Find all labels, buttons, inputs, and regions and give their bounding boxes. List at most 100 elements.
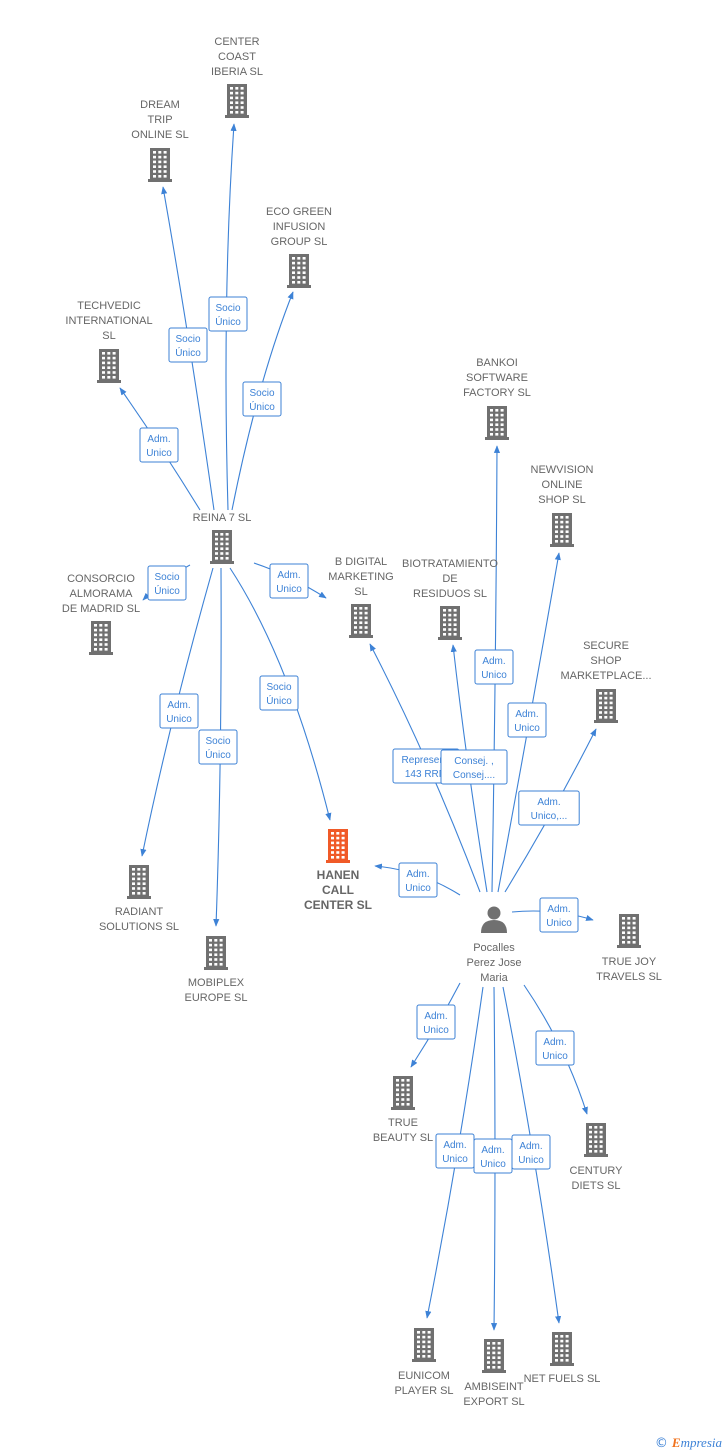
node-label: Perez Jose: [466, 957, 521, 969]
brand-watermark: ©Empresia: [655, 1435, 722, 1451]
edge-label-pocalles-to-bankoi[interactable]: Adm. Unico: [474, 649, 514, 685]
node-label: SOLUTIONS SL: [99, 921, 179, 933]
node-label: GROUP SL: [271, 236, 328, 248]
edge-label-text: Adm.: [424, 1011, 447, 1022]
edge-label-text: Unico: [480, 1159, 506, 1170]
node-net_fuels[interactable]: NET FUELS SL: [524, 1332, 601, 1385]
node-label: DE: [442, 573, 457, 585]
node-label: SL: [102, 330, 115, 342]
node-label: ONLINE: [542, 479, 583, 491]
building-icon: [584, 1123, 608, 1157]
node-label: DREAM: [140, 99, 180, 111]
edge-label-pocalles-to-eunicom[interactable]: Adm. Unico: [435, 1133, 475, 1169]
edge-label-text: Unico: [166, 714, 192, 725]
building-icon: [550, 513, 574, 547]
edge-label-pocalles-to-secure_shop[interactable]: Adm.Unico,...: [518, 790, 580, 826]
node-label: SOFTWARE: [466, 372, 528, 384]
edge-label-pocalles-to-net_fuels[interactable]: Adm.Unico: [511, 1134, 551, 1170]
node-label: CALL: [322, 883, 354, 897]
brand-name: mpresia: [680, 1435, 722, 1450]
node-label: B DIGITAL: [335, 556, 387, 568]
edge-label-reina7-to-b_digital[interactable]: Adm.Unico: [269, 563, 309, 599]
node-label: SHOP: [590, 655, 621, 667]
edge-label-pocalles-to-ambiseint[interactable]: Adm. Unico: [473, 1138, 513, 1174]
building-icon: [482, 1339, 506, 1373]
edge-label-pocalles-to-biotrat[interactable]: Consej. ,Consej....: [440, 749, 508, 785]
building-icon: [210, 530, 234, 564]
edge-label-text: Adm.: [167, 700, 190, 711]
building-icon: [326, 829, 350, 863]
node-century[interactable]: CENTURY DIETS SL: [570, 1123, 624, 1192]
building-icon: [594, 689, 618, 723]
edge-label-pocalles-to-century[interactable]: Adm.Unico: [535, 1030, 575, 1066]
edge-label-text: Unico: [481, 670, 507, 681]
edge-label-text: Unico: [405, 883, 431, 894]
node-label: MARKETPLACE...: [560, 670, 651, 682]
edge-label-text: Adm.: [543, 1037, 566, 1048]
node-label: TRUE: [388, 1117, 418, 1129]
edge-label-text: Consej. ,: [454, 756, 493, 767]
edge-labels-layer: SocioÚnicoSocioÚnicoSocioÚnicoAdm.UnicoS…: [139, 296, 580, 1174]
node-label: CENTURY: [570, 1165, 624, 1177]
node-label: ALMORAMA: [70, 588, 134, 600]
node-reina7[interactable]: REINA 7 SL: [193, 512, 252, 564]
edge-label-text: Socio: [215, 303, 240, 314]
edge-label-text: Socio: [249, 388, 274, 399]
edge-label-text: Unico: [146, 448, 172, 459]
edge-label-pocalles-to-hanen[interactable]: Adm. Unico: [398, 862, 438, 898]
building-icon: [127, 865, 151, 899]
edge-label-text: Único: [175, 346, 201, 359]
edge-label-pocalles-to-newvision[interactable]: Adm.Unico: [507, 702, 547, 738]
edge-label-text: Adm.: [406, 869, 429, 880]
edge-label-text: Adm.: [481, 1145, 504, 1156]
edge-label-text: Unico: [514, 723, 540, 734]
edge-label-text: Adm.: [482, 656, 505, 667]
node-label: MOBIPLEX: [188, 977, 245, 989]
edge-label-text: Socio: [154, 572, 179, 583]
node-secure_shop[interactable]: SECURESHOPMARKETPLACE...: [560, 640, 652, 723]
building-icon: [438, 606, 462, 640]
node-label: TRUE JOY: [602, 956, 657, 968]
node-label: SHOP SL: [538, 494, 586, 506]
building-icon: [412, 1328, 436, 1362]
node-label: Pocalles: [473, 942, 515, 954]
edge-label-text: Unico: [442, 1154, 468, 1165]
edge-label-pocalles-to-true_joy[interactable]: Adm.Unico: [539, 897, 579, 933]
node-label: IBERIA SL: [211, 66, 263, 78]
edge-label-reina7-to-radiant[interactable]: Adm. Unico: [159, 693, 199, 729]
node-label: AMBISEINT: [464, 1381, 524, 1393]
copyright-symbol: ©: [654, 1436, 668, 1451]
node-label: DIETS SL: [572, 1180, 621, 1192]
building-icon: [287, 254, 311, 288]
edge-label-reina7-to-techvedic[interactable]: Adm.Unico: [139, 427, 179, 463]
edge-label-text: Adm.: [443, 1140, 466, 1151]
edge-label-pocalles-to-true_beauty[interactable]: Adm.Unico: [416, 1004, 456, 1040]
node-label: CONSORCIO: [67, 573, 135, 585]
node-label: FACTORY SL: [463, 387, 531, 399]
node-label: INTERNATIONAL: [65, 315, 152, 327]
